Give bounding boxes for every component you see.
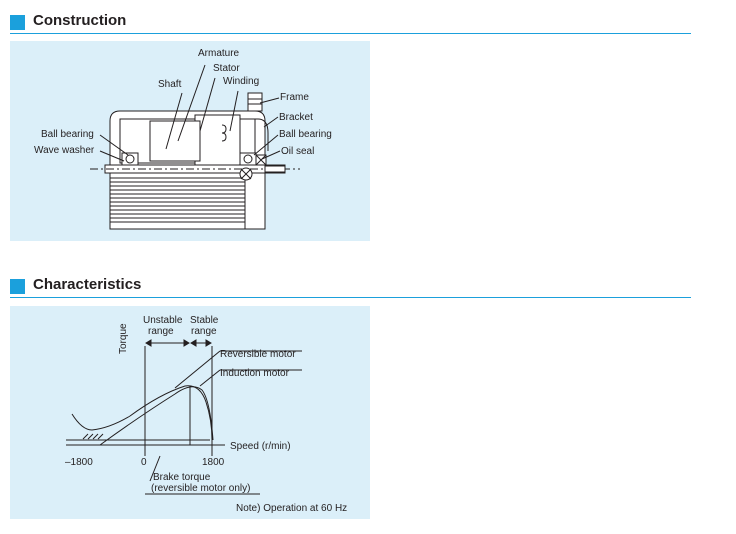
label-oil-seal: Oil seal — [281, 146, 315, 157]
label-unstable-range: range — [148, 326, 174, 337]
note-60hz: Note) Operation at 60 Hz — [236, 503, 348, 514]
label-stator: Stator — [213, 63, 240, 74]
label-ball-bearing-left: Ball bearing — [41, 129, 94, 140]
tick-label-zero: 0 — [141, 457, 147, 468]
construction-title: Construction — [33, 12, 127, 29]
label-frame: Frame — [280, 92, 309, 103]
axis-label-speed: Speed (r/min) — [230, 441, 291, 452]
label-armature: Armature — [198, 48, 240, 59]
characteristics-figure: Unstable range Stable range Torque Rever… — [10, 306, 370, 519]
label-stable-range: range — [191, 326, 217, 337]
label-reversible-motor: Reversible motor — [220, 349, 296, 360]
label-ball-bearing-right: Ball bearing — [279, 129, 332, 140]
cooling-fins — [110, 177, 245, 223]
induction-motor-curve — [99, 386, 214, 446]
section-marker — [10, 15, 25, 30]
label-wave-washer: Wave washer — [34, 145, 95, 156]
section-marker — [10, 279, 25, 294]
label-stable: Stable — [190, 315, 219, 326]
label-induction-motor: Induction motor — [220, 368, 289, 379]
construction-divider — [10, 33, 691, 34]
label-shaft: Shaft — [158, 79, 182, 90]
reversible-motor-curve — [71, 385, 213, 441]
tick-label-neg1800: –1800 — [65, 457, 93, 468]
brake-torque-hatch — [82, 433, 104, 440]
label-unstable: Unstable — [143, 315, 183, 326]
axis-label-torque: Torque — [118, 323, 129, 354]
characteristics-title: Characteristics — [33, 276, 142, 293]
torque-speed-curves — [66, 339, 302, 495]
characteristics-divider — [10, 297, 691, 298]
label-winding: Winding — [223, 76, 260, 87]
construction-figure: Armature Stator Shaft Winding Frame Brac… — [10, 41, 370, 241]
motor-cross-section-drawing — [90, 64, 300, 230]
tick-label-1800: 1800 — [202, 457, 225, 468]
label-brake-torque: Brake torque — [153, 472, 211, 483]
label-bracket: Bracket — [279, 112, 313, 123]
label-brake-torque-note: (reversible motor only) — [151, 483, 251, 494]
